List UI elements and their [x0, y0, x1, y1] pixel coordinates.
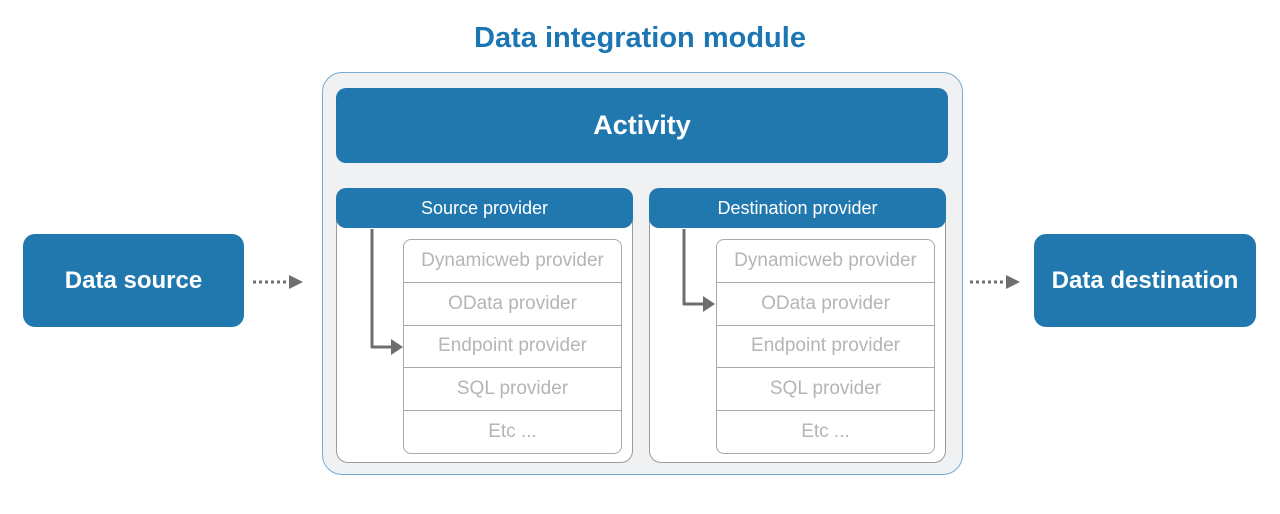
source-provider-list: Dynamicweb provider OData provider Endpo…	[403, 239, 622, 454]
dotted-arrow-right-icon	[970, 275, 1020, 289]
list-item: Dynamicweb provider	[421, 249, 604, 271]
data-destination-box: Data destination	[1034, 234, 1256, 327]
activity-label: Activity	[593, 110, 691, 140]
source-provider-panel: Source provider Dynamicweb provider ODat…	[336, 188, 633, 463]
data-integration-module-container: Activity Source provider Dynamicweb prov…	[322, 72, 963, 475]
list-item: OData provider	[404, 281, 621, 325]
destination-provider-panel: Destination provider Dynamicweb provider…	[649, 188, 946, 463]
list-item: SQL provider	[404, 367, 621, 410]
diagram-title: Data integration module	[474, 22, 806, 54]
destination-provider-header: Destination provider	[649, 188, 946, 228]
data-destination-label: Data destination	[1051, 266, 1239, 294]
data-source-box: Data source	[23, 234, 244, 327]
list-item: Etc ...	[717, 410, 934, 453]
dotted-arrow-right-icon	[253, 275, 303, 289]
list-item: Etc ...	[404, 410, 621, 453]
list-item: SQL provider	[717, 367, 934, 410]
destination-provider-list: Dynamicweb provider OData provider Endpo…	[716, 239, 935, 454]
list-item: Dynamicweb provider	[734, 249, 917, 271]
list-item: Endpoint provider	[717, 324, 934, 368]
list-item: OData provider	[717, 281, 934, 325]
activity-bar: Activity	[336, 88, 948, 163]
data-source-label: Data source	[64, 266, 203, 294]
list-item: Endpoint provider	[404, 324, 621, 368]
source-provider-header: Source provider	[336, 188, 633, 228]
